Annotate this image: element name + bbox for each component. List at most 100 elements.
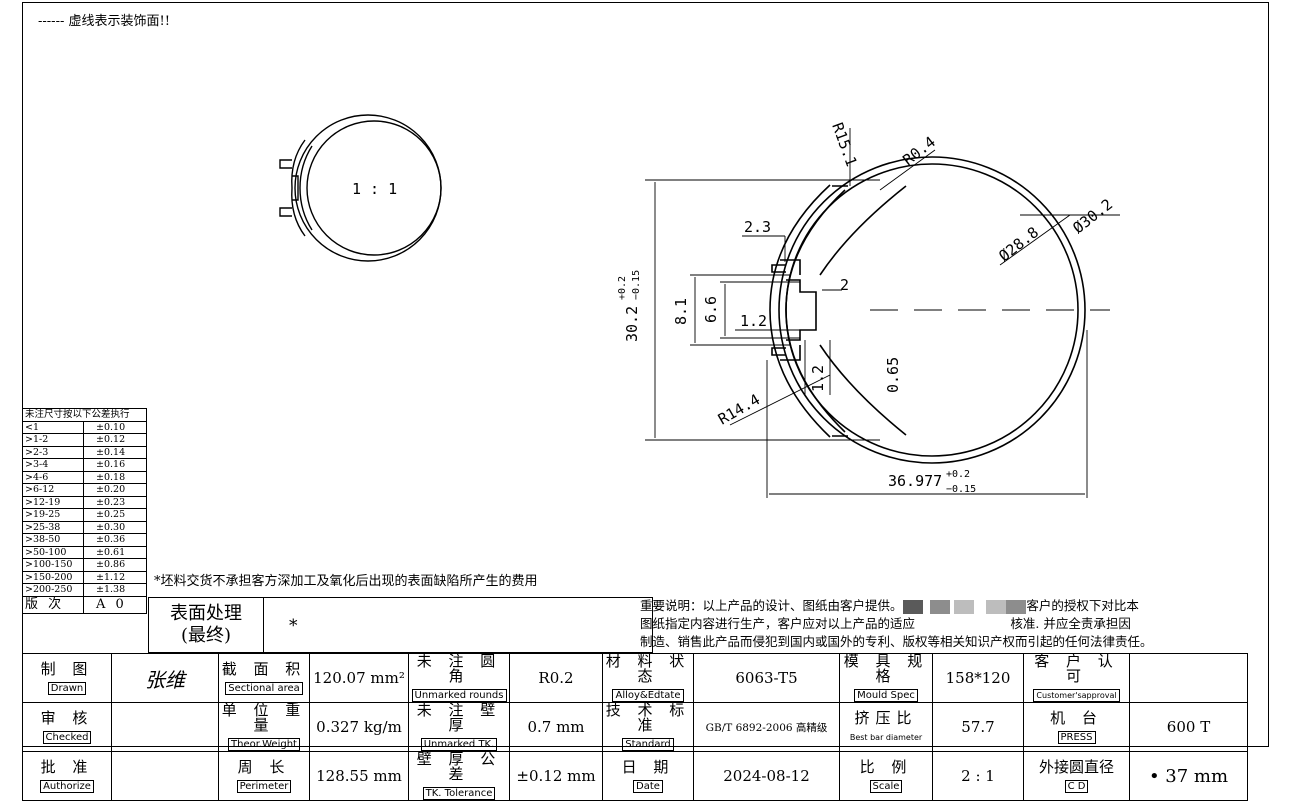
tolerance-value: ±0.20 bbox=[83, 483, 147, 497]
tolerance-row: >3-4±0.16 bbox=[22, 458, 147, 472]
tolerance-range: >4-6 bbox=[22, 470, 84, 484]
tk-tol-value: ±0.12 mm bbox=[509, 751, 603, 801]
tolerance-range: >2-3 bbox=[22, 445, 84, 459]
tolerance-value: ±0.30 bbox=[83, 520, 147, 534]
tolerance-row: >6-12±0.20 bbox=[22, 483, 147, 497]
redaction-block bbox=[954, 599, 975, 614]
surface-treatment-value: * bbox=[289, 616, 298, 636]
tolerance-range: >1-2 bbox=[22, 433, 84, 447]
date-cn: 日 期 bbox=[621, 757, 675, 776]
tolerance-value: ±1.38 bbox=[83, 583, 147, 597]
dim-8-1: 8.1 bbox=[672, 298, 690, 325]
tolerance-value: ±0.14 bbox=[83, 445, 147, 459]
surface-label-line1: 表面处理 bbox=[170, 603, 242, 624]
ratio-en: Best bar diameter bbox=[849, 732, 923, 742]
version-label: 版 次 bbox=[22, 595, 84, 614]
profile-drawing: 1 : 1 2.3 2 bbox=[279, 114, 1120, 498]
rounds-en: Unmarked rounds bbox=[411, 689, 507, 702]
tolerance-row: >200-250±1.38 bbox=[22, 583, 147, 597]
tolerance-row: >50-100±0.61 bbox=[22, 545, 147, 559]
surface-treatment-box: 表面处理 (最终) * bbox=[148, 597, 653, 653]
scale-en: Scale bbox=[869, 779, 903, 793]
mould-cn: 模 具 规 格 bbox=[843, 652, 929, 685]
tolerance-value: ±0.16 bbox=[83, 458, 147, 472]
tolerance-range: >6-12 bbox=[22, 483, 84, 497]
perimeter-value: 128.55 mm bbox=[309, 751, 409, 801]
scale-value: 2 : 1 bbox=[932, 751, 1024, 801]
tolerance-row: >2-3±0.14 bbox=[22, 445, 147, 459]
tolerance-value: ±0.36 bbox=[83, 533, 147, 547]
drawn-cn: 制 图 bbox=[40, 659, 94, 678]
redaction-block bbox=[902, 599, 923, 614]
tolerance-range: >200-250 bbox=[22, 583, 84, 597]
ratio-cn: 挤压比 bbox=[854, 708, 918, 727]
weight-en: Theor.Weight bbox=[228, 738, 300, 751]
tolerance-row: >19-25±0.25 bbox=[22, 508, 147, 522]
date-en: Date bbox=[633, 779, 663, 793]
sectional-en: Sectional area bbox=[225, 681, 303, 695]
thk-cn: 未 注 壁 厚 bbox=[416, 701, 502, 734]
standard-cn: 技 术 标 准 bbox=[605, 701, 691, 734]
dim-width-tol-up: +0.2 bbox=[946, 469, 970, 480]
dashed-line-note: ------ 虚线表示装饰面!! bbox=[38, 14, 170, 29]
signature: 张维 bbox=[145, 667, 185, 692]
tolerance-value: ±0.18 bbox=[83, 470, 147, 484]
cd-en: C D bbox=[1064, 779, 1089, 793]
tolerance-row: >150-200±1.12 bbox=[22, 570, 147, 584]
dim-6-6: 6.6 bbox=[702, 296, 720, 323]
cd-value: • 37 mm bbox=[1129, 751, 1248, 801]
tolerance-range: <1 bbox=[22, 420, 84, 434]
press-cn: 机 台 bbox=[1050, 708, 1103, 727]
checked-en: Checked bbox=[42, 730, 92, 744]
dim-width-main: 36.977 bbox=[888, 472, 942, 490]
cd-cn: 外接圆直径 bbox=[1038, 757, 1114, 776]
dim-1-2-vertical: 1.2 bbox=[809, 365, 827, 392]
rounds-value: R0.2 bbox=[509, 653, 603, 703]
tolerance-value: ±0.61 bbox=[83, 545, 147, 559]
redaction-block bbox=[986, 599, 1007, 614]
tolerance-value: ±0.23 bbox=[83, 495, 147, 509]
tolerance-value: ±0.25 bbox=[83, 508, 147, 522]
sectional-value: 120.07 mm² bbox=[309, 653, 409, 703]
tolerance-range: >19-25 bbox=[22, 508, 84, 522]
dim-2: 2 bbox=[840, 276, 849, 294]
notice-line2b: 核准. 并应全责承担因 bbox=[1010, 616, 1131, 631]
tolerance-range: >25-38 bbox=[22, 520, 84, 534]
dim-1-2-horizontal: 1.2 bbox=[740, 312, 767, 330]
mould-value: 158*120 bbox=[932, 653, 1024, 703]
dim-0-65: 0.65 bbox=[884, 357, 902, 393]
approval-value bbox=[1129, 653, 1248, 703]
press-en: PRESS bbox=[1057, 730, 1096, 744]
surface-treatment-label: 表面处理 (最终) bbox=[149, 598, 264, 652]
tolerance-range: >150-200 bbox=[22, 570, 84, 584]
alloy-cn: 材 料 状 态 bbox=[605, 652, 691, 685]
authorize-value bbox=[111, 751, 219, 801]
dimension-lines bbox=[645, 128, 1120, 498]
dim-width: 36.977 +0.2 −0.15 bbox=[888, 469, 976, 495]
redaction-block bbox=[930, 599, 951, 614]
tolerance-value: ±1.12 bbox=[83, 570, 147, 584]
tolerance-range: >3-4 bbox=[22, 458, 84, 472]
tolerance-row: >12-19±0.23 bbox=[22, 495, 147, 509]
notice-line1b: 客户的授权下对比本 bbox=[1026, 598, 1139, 613]
dim-r15-1: R15.1 bbox=[828, 120, 860, 169]
tolerance-row: >38-50±0.36 bbox=[22, 533, 147, 547]
perimeter-cn: 周 长 bbox=[237, 757, 291, 776]
checked-cn: 审 核 bbox=[40, 708, 94, 727]
standard-value: GB/T 6892-2006 高精级 bbox=[693, 702, 840, 752]
alloy-value: 6063-T5 bbox=[693, 653, 840, 703]
thk-value: 0.7 mm bbox=[509, 702, 603, 752]
authorize-cn: 批 准 bbox=[40, 757, 94, 776]
dim-height: 30.2 +0.2 −0.15 bbox=[617, 270, 642, 342]
date-value: 2024-08-12 bbox=[693, 751, 840, 801]
scale-label-small: 1 : 1 bbox=[352, 180, 397, 198]
tolerance-value: ±0.86 bbox=[83, 558, 147, 572]
tolerance-row: >4-6±0.18 bbox=[22, 470, 147, 484]
checked-value bbox=[111, 702, 219, 752]
rounds-cn: 未 注 圆 角 bbox=[416, 652, 502, 685]
weight-cn: 单 位 重 量 bbox=[221, 701, 307, 734]
approval-cn: 客 户 认 可 bbox=[1034, 652, 1119, 685]
tolerance-table: 未注尺寸按以下公差执行 <1±0.10>1-2±0.12>2-3±0.14>3-… bbox=[22, 408, 147, 614]
tk-tol-cn: 壁 厚 公 差 bbox=[416, 750, 502, 783]
surface-label-line2: (最终) bbox=[180, 625, 232, 646]
